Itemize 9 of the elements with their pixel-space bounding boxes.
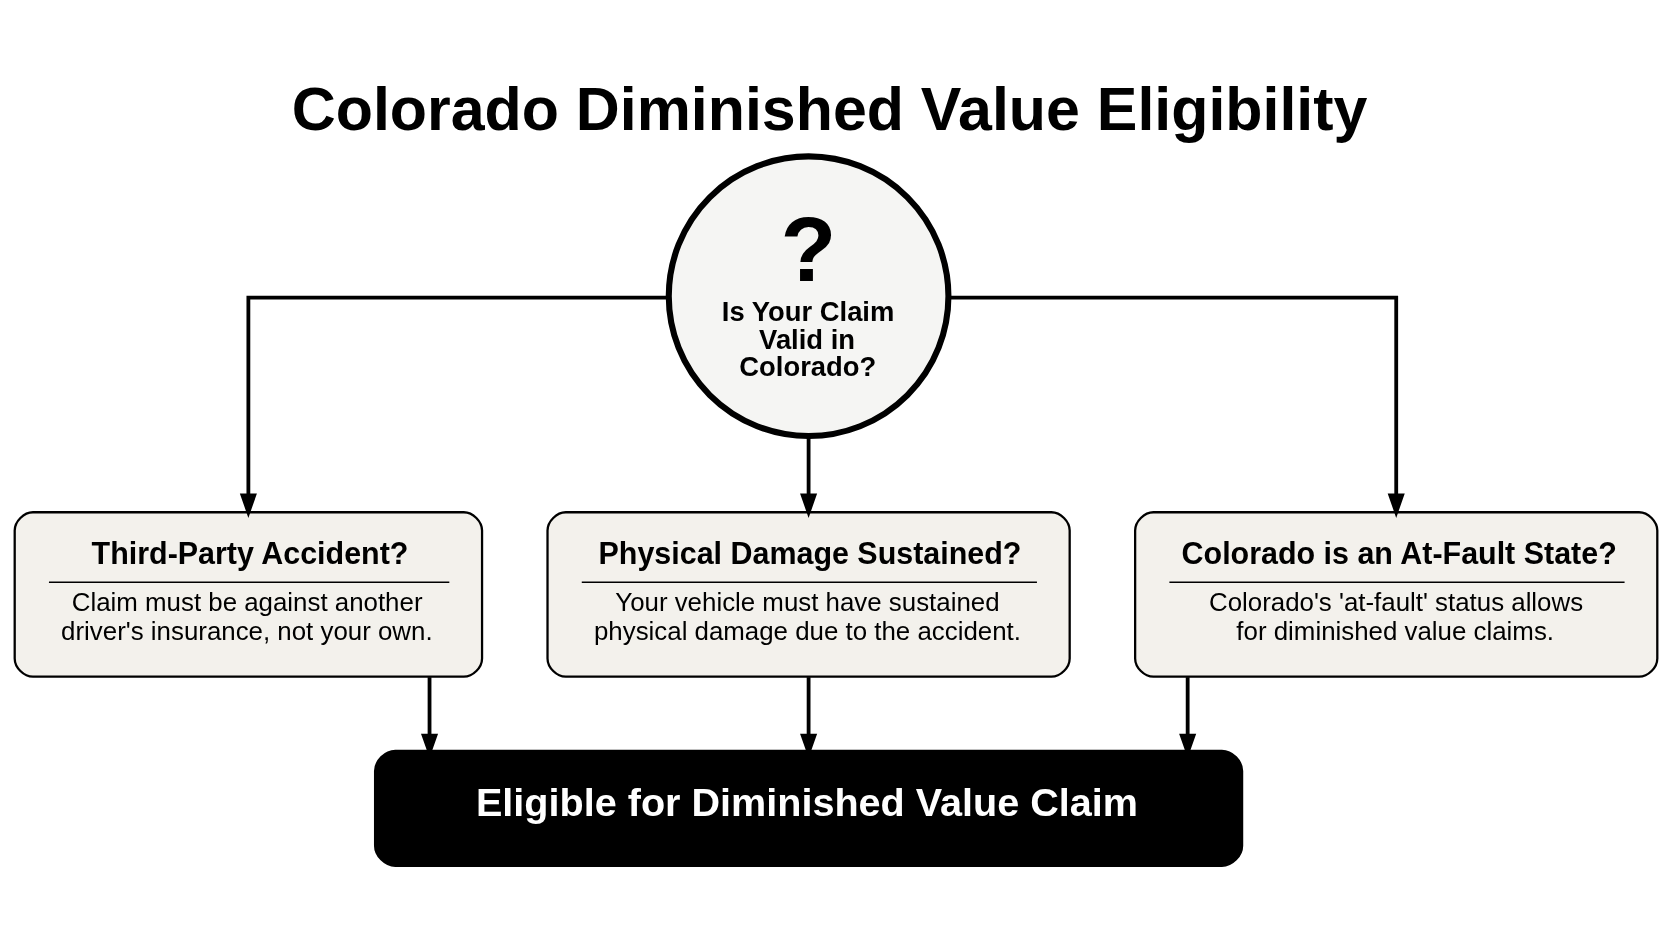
diagram-title: Colorado Diminished Value Eligibility — [291, 75, 1368, 144]
node-box: Colorado is an At-Fault State? Colorado's 'at-fault' status allows for diminished value claims. — [1134, 511, 1659, 678]
node-box: Physical Damage Sustained? Your vehicle must have sustained physical damage due to the accident. — [546, 511, 1071, 678]
node-box: Third-Party Accident? Claim must be against another driver's insurance, not your own. — [13, 511, 484, 678]
arrow — [800, 436, 818, 518]
node-box: Eligible for Diminished Value Claim — [373, 749, 1244, 867]
arrow — [239, 295, 668, 518]
arrow — [948, 295, 1405, 518]
node-circle: ? Is Your Claim Valid in Colorado? — [665, 153, 952, 440]
